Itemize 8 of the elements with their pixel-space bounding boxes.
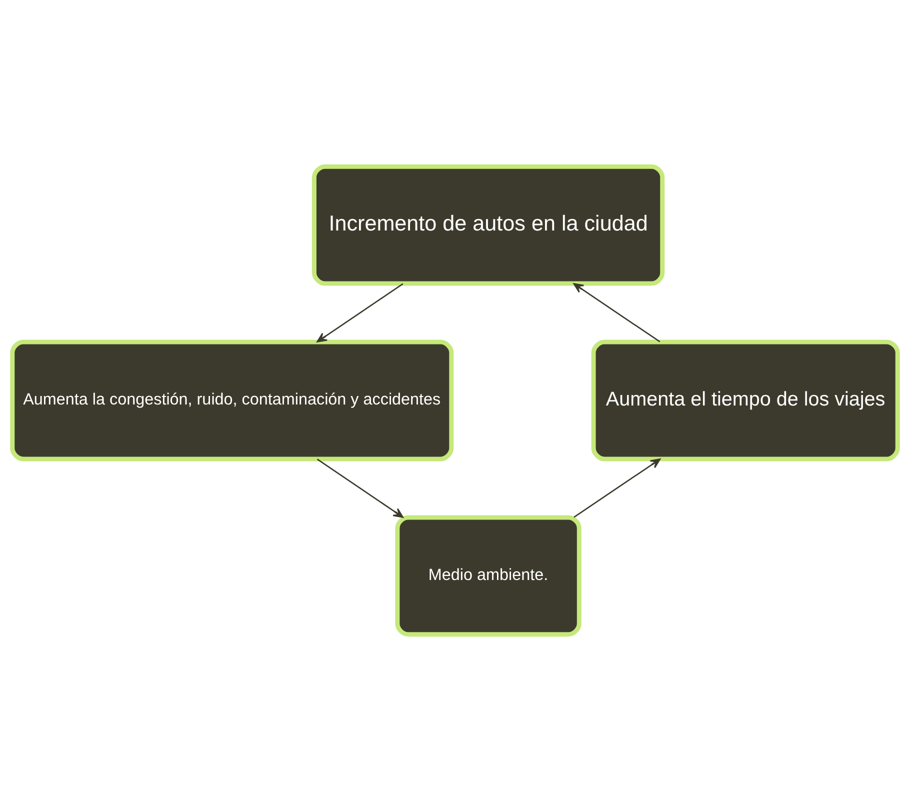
node-box: Aumenta la congestión, ruido, contaminación y accidentes — [10, 339, 454, 461]
arrow — [573, 282, 660, 342]
node-box: Aumenta el tiempo de los viajes — [591, 339, 900, 461]
node-box: Incremento de autos en la ciudad — [312, 164, 665, 286]
node-box: Medio ambiente. — [395, 514, 582, 636]
arrow — [316, 458, 404, 518]
arrow — [574, 458, 661, 518]
arrow — [316, 282, 404, 342]
